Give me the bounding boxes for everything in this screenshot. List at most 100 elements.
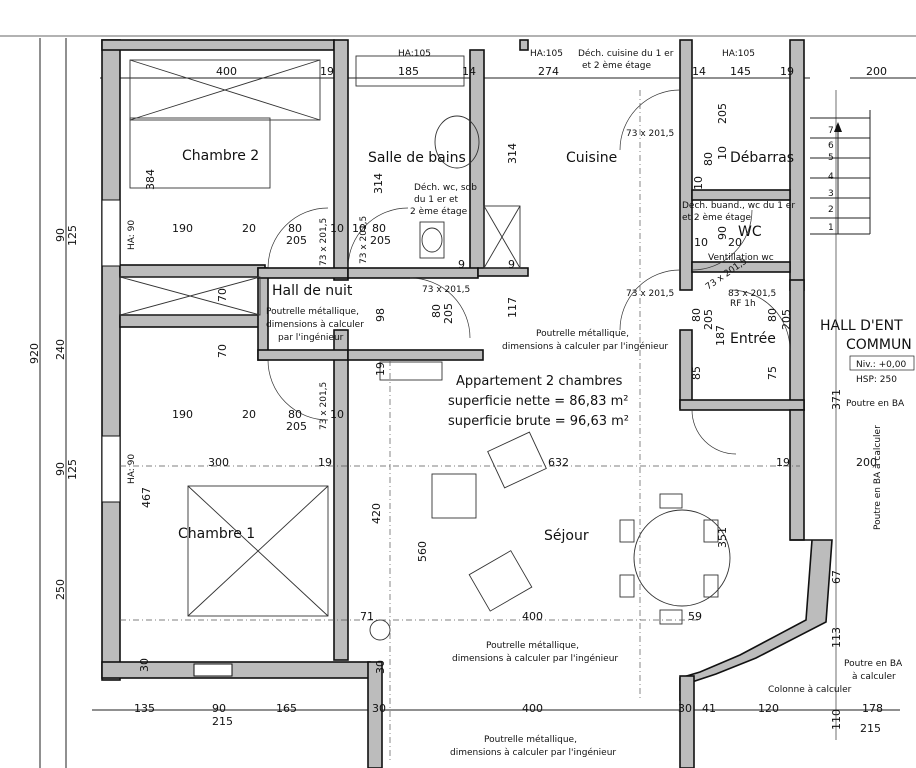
room-entree: Entrée xyxy=(730,331,776,347)
door-dim-3: 73 x 201,5 xyxy=(319,382,329,430)
dim-80c: 80 xyxy=(288,408,302,421)
door-dim-5: 73 x 201,5 xyxy=(626,129,674,139)
dim-left-125a: 125 xyxy=(66,225,79,246)
apartment-title: Appartement 2 chambres xyxy=(456,374,623,389)
dim-80f: 80 xyxy=(690,308,703,322)
dim-371: 371 xyxy=(830,389,843,410)
stair-4: 4 xyxy=(828,172,834,182)
dim-bottom-30b: 30 xyxy=(678,702,692,715)
dim-205g: 205 xyxy=(780,309,793,330)
dim-75: 75 xyxy=(766,366,779,380)
apartment-gross-area: superficie brute = 96,63 m² xyxy=(448,414,629,429)
dim-top-19a: 19 xyxy=(320,65,334,78)
note-ventilation: Ventillation wc xyxy=(708,253,774,263)
dim-80g: 80 xyxy=(766,308,779,322)
note-poutrelle-a3: par l'ingénieur xyxy=(278,332,344,343)
dim-left-90b: 90 xyxy=(54,462,67,476)
note-dech-cuisine-2: et 2 ème étage xyxy=(582,60,652,71)
dim-70b: 70 xyxy=(216,344,229,358)
dim-205b: 205 xyxy=(370,234,391,247)
note-ha-left-2: HA: 90 xyxy=(127,454,137,484)
dim-9a: 9 xyxy=(508,258,515,271)
dim-left-240: 240 xyxy=(54,339,67,360)
dim-205d: 205 xyxy=(442,303,455,324)
door-dim-2: 73 x 201,5 xyxy=(359,216,369,264)
note-dech-sdb-1: Déch. wc, sdb xyxy=(414,182,477,193)
note-ha-left-1: HA: 90 xyxy=(127,220,137,250)
room-cuisine: Cuisine xyxy=(566,150,617,166)
furniture xyxy=(119,55,871,641)
dimension-labels: 400 19 185 14 274 14 145 19 200 920 90 1… xyxy=(28,65,887,735)
dim-20c: 20 xyxy=(728,236,742,249)
dim-117: 117 xyxy=(506,297,519,318)
stair-arrow-icon xyxy=(834,122,842,132)
dim-bottom-400: 400 xyxy=(522,702,543,715)
note-dech-sdb-3: 2 ème étage xyxy=(410,206,468,217)
stair-1: 1 xyxy=(828,223,834,233)
dim-10a: 10 xyxy=(330,222,344,235)
dim-560: 560 xyxy=(416,541,429,562)
dim-10c: 10 xyxy=(330,408,344,421)
dim-19e: 19 xyxy=(776,456,790,469)
note-niv: Niv.: +0,00 xyxy=(856,360,906,370)
door-swings xyxy=(267,89,791,455)
dim-467: 467 xyxy=(140,487,153,508)
note-colonne: Colonne à calculer xyxy=(768,685,852,695)
dim-113: 113 xyxy=(830,627,843,648)
note-poutrelle-c1: Poutrelle métallique, xyxy=(486,640,579,651)
dim-632: 632 xyxy=(548,456,569,469)
dim-205a: 205 xyxy=(286,234,307,247)
dim-bottom-165: 165 xyxy=(276,702,297,715)
dim-bottom-215a: 215 xyxy=(212,715,233,728)
window-chambre1 xyxy=(101,435,121,503)
note-poutre-ba-vertical: Poutre en BA à calculer xyxy=(873,425,883,530)
dim-left-250: 250 xyxy=(54,579,67,600)
dim-bottom-120: 120 xyxy=(758,702,779,715)
dim-70a: 70 xyxy=(216,288,229,302)
dim-187: 187 xyxy=(714,325,727,346)
dim-left-920: 920 xyxy=(28,343,41,364)
dim-200b: 200 xyxy=(856,456,877,469)
dim-384: 384 xyxy=(144,169,157,190)
dim-10d: 10 xyxy=(692,176,705,190)
note-poutrelle-d2: dimensions à calculer par l'ingénieur xyxy=(450,747,616,758)
note-poutre-ba-2: Poutre en BA xyxy=(844,659,903,669)
door-dim-7: 83 x 201,5 xyxy=(728,289,776,299)
stair-7: 7 xyxy=(828,126,834,136)
dim-bottom-41: 41 xyxy=(702,702,716,715)
dim-top-200: 200 xyxy=(866,65,887,78)
dim-top-14b: 14 xyxy=(692,65,706,78)
dim-19c: 19 xyxy=(374,362,387,376)
dim-80a: 80 xyxy=(288,222,302,235)
door-dim-4: 73 x 201,5 xyxy=(422,285,470,295)
dim-80e: 80 xyxy=(702,152,715,166)
dim-30b: 30 xyxy=(374,660,387,674)
dim-bottom-135: 135 xyxy=(134,702,155,715)
dim-205e: 205 xyxy=(716,103,729,124)
dim-351: 351 xyxy=(716,527,729,548)
stair-6: 6 xyxy=(828,141,834,151)
dim-top-145: 145 xyxy=(730,65,751,78)
dim-19d: 19 xyxy=(318,456,332,469)
room-chambre1: Chambre 1 xyxy=(178,526,255,542)
dim-left-125b: 125 xyxy=(66,459,79,480)
room-hall-commun-1: HALL D'ENT xyxy=(820,318,903,334)
level-box xyxy=(849,355,915,371)
dim-top-274: 274 xyxy=(538,65,559,78)
note-poutrelle-a2: dimensions à calculer xyxy=(266,320,364,330)
room-debarras: Débarras xyxy=(730,150,794,166)
dim-80b: 80 xyxy=(372,222,386,235)
dim-420: 420 xyxy=(370,503,383,524)
room-sejour: Séjour xyxy=(544,528,589,544)
note-poutrelle-b1: Poutrelle métallique, xyxy=(536,328,629,339)
apartment-net-area: superficie nette = 86,83 m² xyxy=(448,394,629,409)
note-hsp: HSP: 250 xyxy=(856,375,897,385)
stair-2: 2 xyxy=(828,205,834,215)
dim-bottom-90: 90 xyxy=(212,702,226,715)
dim-top-185: 185 xyxy=(398,65,419,78)
note-poutrelle-b2: dimensions à calculer par l'ingénieur xyxy=(502,341,668,352)
stair-3: 3 xyxy=(828,189,834,199)
note-poutrelle-d1: Poutrelle métallique, xyxy=(484,734,577,745)
